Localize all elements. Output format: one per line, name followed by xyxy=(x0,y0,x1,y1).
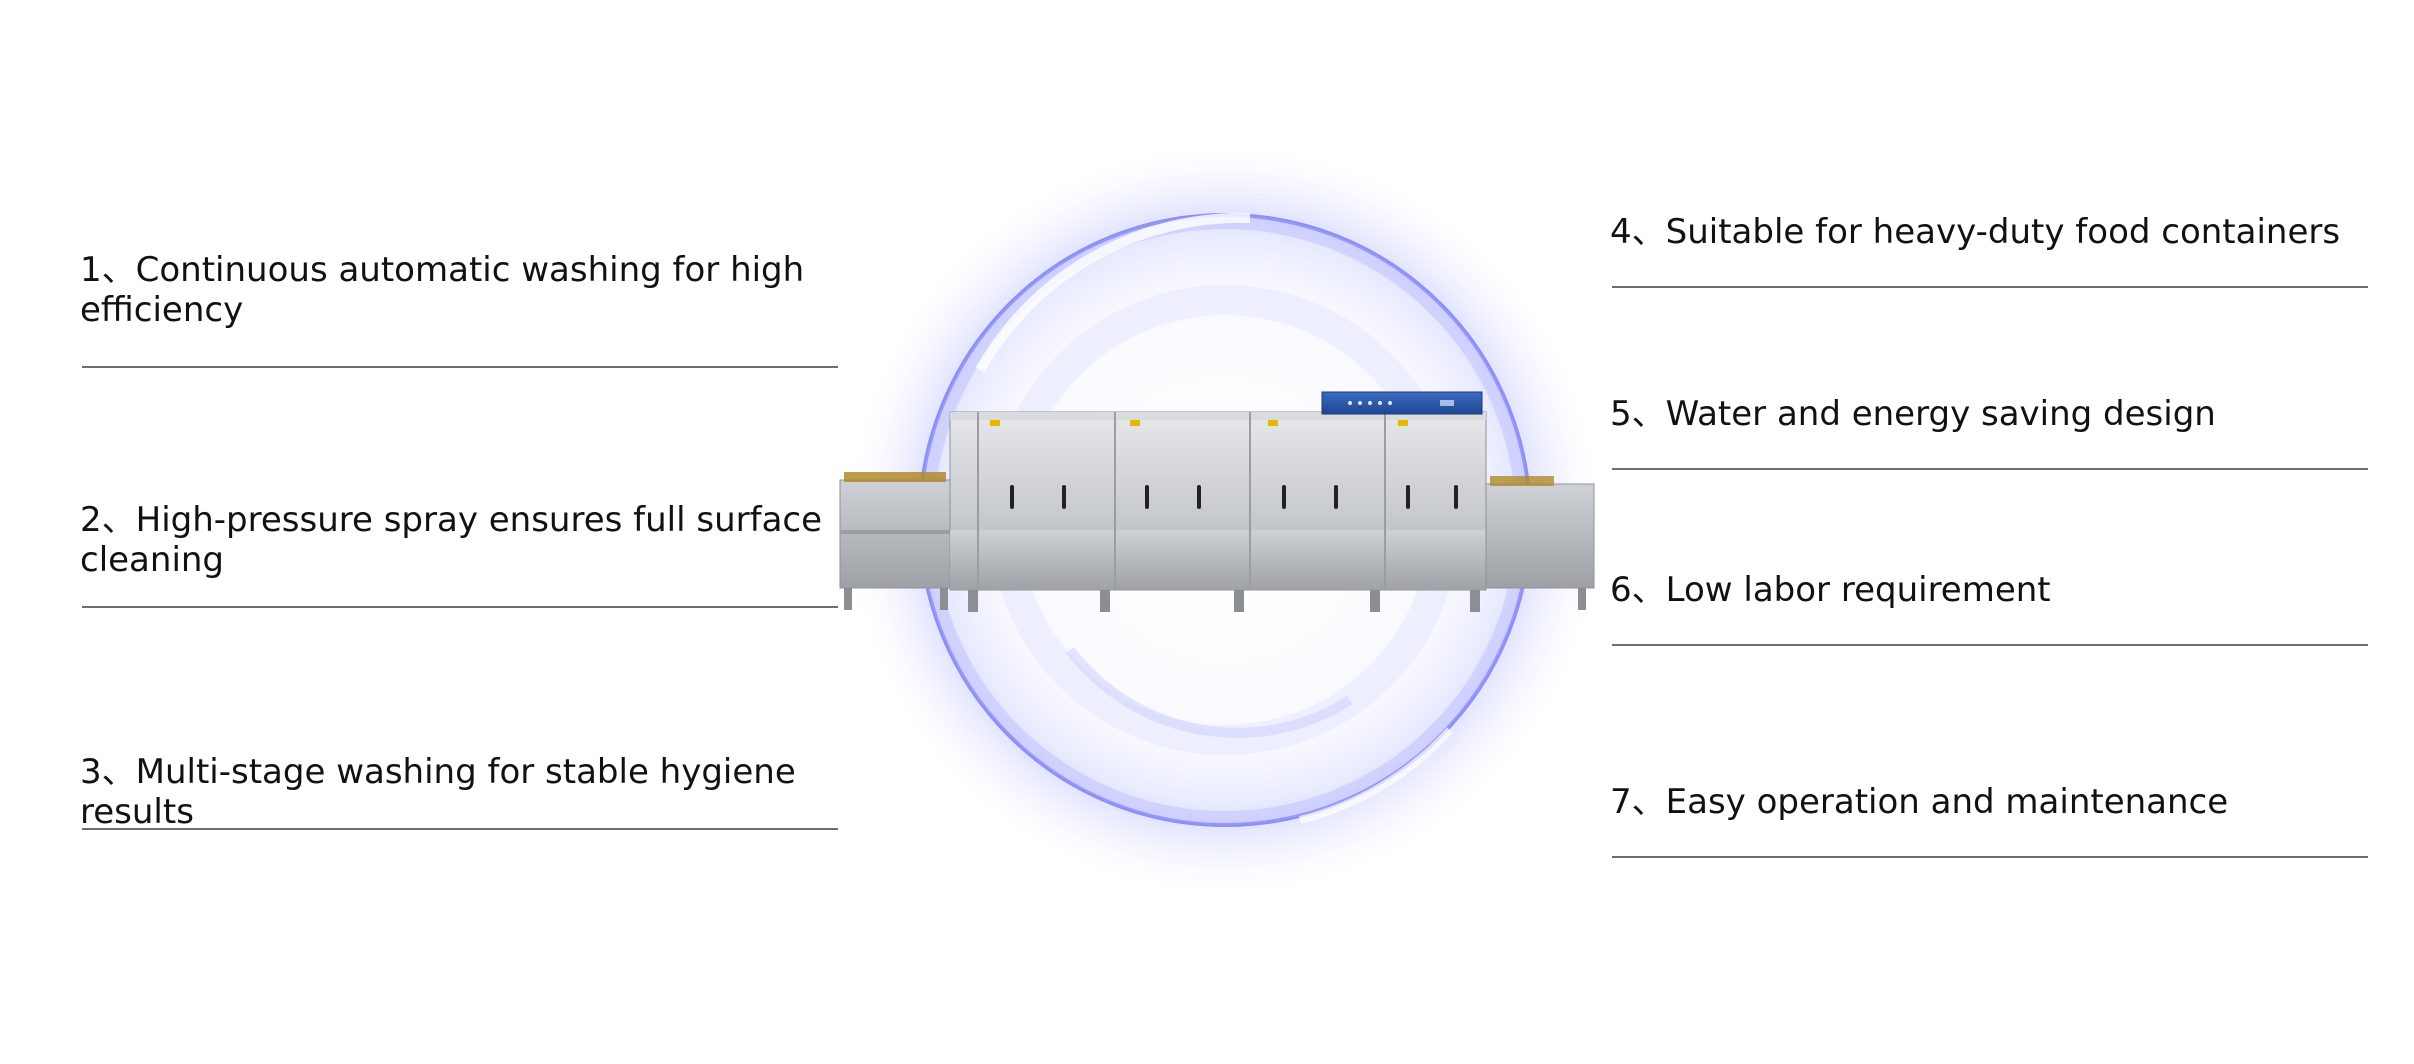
feature-divider-6 xyxy=(1612,644,2368,646)
feature-divider-5 xyxy=(1612,468,2368,470)
feature-text-1: 1、Continuous automatic washing for high … xyxy=(80,250,805,330)
feature-text-7: 7、Easy operation and maintenance xyxy=(1610,782,2229,822)
feature-item-1: 1、Continuous automatic washing for high … xyxy=(80,250,840,368)
feature-text-2: 2、High-pressure spray ensures full surfa… xyxy=(80,500,823,580)
feature-item-6: 6、Low labor requirement xyxy=(1610,570,2370,646)
feature-item-3: 3、Multi-stage washing for stable hygiene… xyxy=(80,752,880,832)
feature-divider-2 xyxy=(82,606,838,608)
feature-item-5: 5、Water and energy saving design xyxy=(1610,394,2370,470)
feature-divider-4 xyxy=(1612,286,2368,288)
dishwasher-machine-image xyxy=(839,140,1605,900)
feature-divider-3 xyxy=(82,828,838,830)
feature-divider-7 xyxy=(1612,856,2368,858)
feature-text-6: 6、Low labor requirement xyxy=(1610,570,2051,610)
feature-item-2: 2、High-pressure spray ensures full surfa… xyxy=(80,500,840,608)
feature-item-4: 4、Suitable for heavy-duty food container… xyxy=(1610,212,2370,288)
feature-text-3: 3、Multi-stage washing for stable hygiene… xyxy=(80,752,796,832)
feature-text-4: 4、Suitable for heavy-duty food container… xyxy=(1610,212,2341,252)
feature-text-5: 5、Water and energy saving design xyxy=(1610,394,2216,434)
feature-divider-1 xyxy=(82,366,838,368)
feature-item-7: 7、Easy operation and maintenance xyxy=(1610,782,2370,858)
product-illustration xyxy=(830,120,1620,920)
